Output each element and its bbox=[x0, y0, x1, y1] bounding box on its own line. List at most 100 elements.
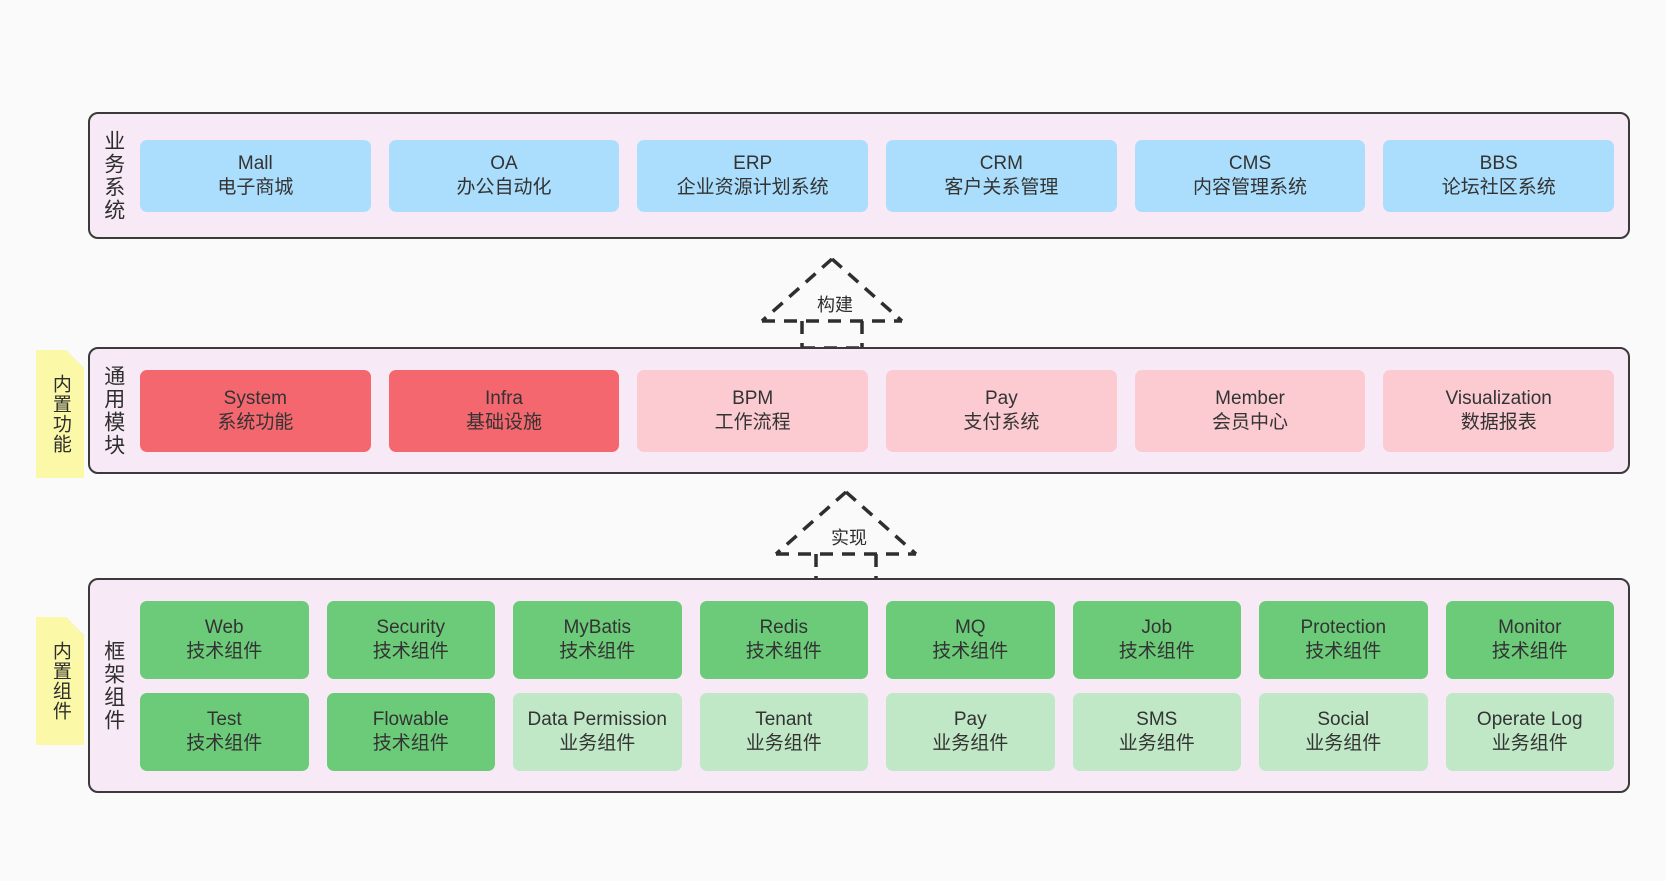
node-infra[interactable]: Infra 基础设施 bbox=[388, 369, 620, 452]
node-security-en: Security bbox=[376, 617, 446, 639]
node-redis-en: Redis bbox=[759, 617, 809, 639]
node-social[interactable]: Social 业务组件 bbox=[1259, 692, 1428, 771]
node-member-en: Member bbox=[1215, 388, 1285, 410]
node-data-permission-cn: 业务组件 bbox=[559, 732, 636, 754]
node-flowable-cn: 技术组件 bbox=[372, 732, 449, 754]
node-mq[interactable]: MQ 技术组件 bbox=[886, 600, 1055, 679]
layer-business-system-body: Mall 电子商城 OA 办公自动化 ERP 企业资源计划系统 CRM 客户关系… bbox=[136, 114, 1628, 237]
connector-build-label: 构建 bbox=[817, 295, 853, 315]
node-social-cn: 业务组件 bbox=[1305, 732, 1382, 754]
node-member-cn: 会员中心 bbox=[1212, 411, 1289, 433]
node-flowable[interactable]: Flowable 技术组件 bbox=[326, 692, 495, 771]
common-module-row: System 系统功能 Infra 基础设施 BPM 工作流程 Pay 支付系统… bbox=[140, 369, 1615, 452]
node-protection-cn: 技术组件 bbox=[1305, 640, 1382, 662]
node-monitor[interactable]: Monitor 技术组件 bbox=[1445, 600, 1614, 679]
node-sms[interactable]: SMS 业务组件 bbox=[1072, 692, 1241, 771]
layer-common-module-title: 通用模块 bbox=[101, 364, 125, 457]
business-system-row: Mall 电子商城 OA 办公自动化 ERP 企业资源计划系统 CRM 客户关系… bbox=[140, 139, 1615, 212]
note-builtin-function: 内置功能 bbox=[36, 350, 84, 478]
node-flowable-en: Flowable bbox=[372, 709, 449, 731]
node-social-en: Social bbox=[1317, 709, 1370, 731]
node-operate-log[interactable]: Operate Log 业务组件 bbox=[1445, 692, 1614, 771]
node-sms-en: SMS bbox=[1136, 709, 1178, 731]
node-test-cn: 技术组件 bbox=[186, 732, 263, 754]
node-tenant[interactable]: Tenant 业务组件 bbox=[699, 692, 868, 771]
node-data-permission[interactable]: Data Permission 业务组件 bbox=[513, 692, 682, 771]
layer-framework-component-body: Web 技术组件 Security 技术组件 MyBatis 技术组件 Redi… bbox=[136, 580, 1628, 791]
node-cms-en: CMS bbox=[1228, 153, 1272, 175]
node-bbs-en: BBS bbox=[1479, 153, 1518, 175]
layer-business-system-title: 业务系统 bbox=[101, 129, 125, 222]
node-pay-component-en: Pay bbox=[953, 709, 987, 731]
node-infra-cn: 基础设施 bbox=[466, 411, 543, 433]
layer-business-system: 业务系统 Mall 电子商城 OA 办公自动化 ERP 企业资源计划系统 CRM bbox=[88, 112, 1630, 239]
framework-business-row: Test 技术组件 Flowable 技术组件 Data Permission … bbox=[140, 692, 1614, 771]
node-mall-en: Mall bbox=[237, 153, 273, 175]
framework-tech-row: Web 技术组件 Security 技术组件 MyBatis 技术组件 Redi… bbox=[140, 600, 1614, 679]
node-job[interactable]: Job 技术组件 bbox=[1072, 600, 1241, 679]
node-infra-en: Infra bbox=[484, 388, 524, 410]
connector-realize-label: 实现 bbox=[831, 528, 867, 548]
note-builtin-component: 内置组件 bbox=[36, 617, 84, 745]
node-crm[interactable]: CRM 客户关系管理 bbox=[886, 139, 1117, 212]
layer-framework-component: 框架组件 Web 技术组件 Security 技术组件 MyBatis 技术组件… bbox=[88, 578, 1630, 793]
node-pay-module-en: Pay bbox=[984, 388, 1018, 410]
node-test[interactable]: Test 技术组件 bbox=[140, 692, 309, 771]
node-pay-module[interactable]: Pay 支付系统 bbox=[886, 369, 1117, 452]
node-protection-en: Protection bbox=[1300, 617, 1387, 639]
node-protection[interactable]: Protection 技术组件 bbox=[1259, 600, 1428, 679]
layer-common-module-body: System 系统功能 Infra 基础设施 BPM 工作流程 Pay 支付系统… bbox=[136, 349, 1628, 472]
node-web-en: Web bbox=[204, 617, 244, 639]
node-job-cn: 技术组件 bbox=[1118, 640, 1195, 662]
node-mq-en: MQ bbox=[954, 617, 986, 639]
node-data-permission-en: Data Permission bbox=[527, 709, 667, 731]
node-pay-component[interactable]: Pay 业务组件 bbox=[886, 692, 1055, 771]
node-test-en: Test bbox=[206, 709, 242, 731]
node-job-en: Job bbox=[1141, 617, 1173, 639]
node-tenant-cn: 业务组件 bbox=[745, 732, 822, 754]
node-mall-cn: 电子商城 bbox=[217, 176, 294, 198]
node-mybatis-cn: 技术组件 bbox=[559, 640, 636, 662]
node-web[interactable]: Web 技术组件 bbox=[140, 600, 309, 679]
node-erp-en: ERP bbox=[733, 153, 773, 175]
node-monitor-en: Monitor bbox=[1498, 617, 1562, 639]
node-mall[interactable]: Mall 电子商城 bbox=[140, 139, 371, 212]
node-oa[interactable]: OA 办公自动化 bbox=[388, 139, 620, 212]
node-system-cn: 系统功能 bbox=[217, 411, 294, 433]
node-bpm[interactable]: BPM 工作流程 bbox=[637, 369, 869, 452]
node-bbs[interactable]: BBS 论坛社区系统 bbox=[1383, 139, 1615, 212]
node-mybatis[interactable]: MyBatis 技术组件 bbox=[513, 600, 682, 679]
node-system-en: System bbox=[223, 388, 288, 410]
node-operate-log-cn: 业务组件 bbox=[1491, 732, 1568, 754]
node-bbs-cn: 论坛社区系统 bbox=[1441, 176, 1556, 198]
node-oa-cn: 办公自动化 bbox=[456, 176, 552, 198]
node-monitor-cn: 技术组件 bbox=[1491, 640, 1568, 662]
node-pay-module-cn: 支付系统 bbox=[963, 411, 1040, 433]
node-redis-cn: 技术组件 bbox=[745, 640, 822, 662]
layer-framework-component-title: 框架组件 bbox=[101, 639, 125, 732]
node-security-cn: 技术组件 bbox=[372, 640, 449, 662]
node-visualization-cn: 数据报表 bbox=[1460, 411, 1537, 433]
node-sms-cn: 业务组件 bbox=[1118, 732, 1195, 754]
node-tenant-en: Tenant bbox=[755, 709, 813, 731]
node-operate-log-en: Operate Log bbox=[1476, 709, 1583, 731]
node-erp[interactable]: ERP 企业资源计划系统 bbox=[637, 139, 869, 212]
node-crm-en: CRM bbox=[979, 153, 1023, 175]
node-oa-en: OA bbox=[490, 153, 518, 175]
node-system[interactable]: System 系统功能 bbox=[140, 369, 371, 452]
node-mybatis-en: MyBatis bbox=[563, 617, 632, 639]
node-member[interactable]: Member 会员中心 bbox=[1134, 369, 1366, 452]
node-visualization[interactable]: Visualization 数据报表 bbox=[1383, 369, 1615, 452]
node-erp-cn: 企业资源计划系统 bbox=[676, 176, 829, 198]
node-redis[interactable]: Redis 技术组件 bbox=[699, 600, 868, 679]
node-mq-cn: 技术组件 bbox=[932, 640, 1009, 662]
node-bpm-cn: 工作流程 bbox=[714, 411, 791, 433]
layer-common-module: 通用模块 System 系统功能 Infra 基础设施 BPM 工作流程 Pay bbox=[88, 347, 1630, 474]
node-security[interactable]: Security 技术组件 bbox=[326, 600, 495, 679]
node-visualization-en: Visualization bbox=[1445, 388, 1552, 410]
node-cms-cn: 内容管理系统 bbox=[1193, 176, 1308, 198]
node-pay-component-cn: 业务组件 bbox=[932, 732, 1009, 754]
node-cms[interactable]: CMS 内容管理系统 bbox=[1134, 139, 1366, 212]
node-web-cn: 技术组件 bbox=[186, 640, 263, 662]
